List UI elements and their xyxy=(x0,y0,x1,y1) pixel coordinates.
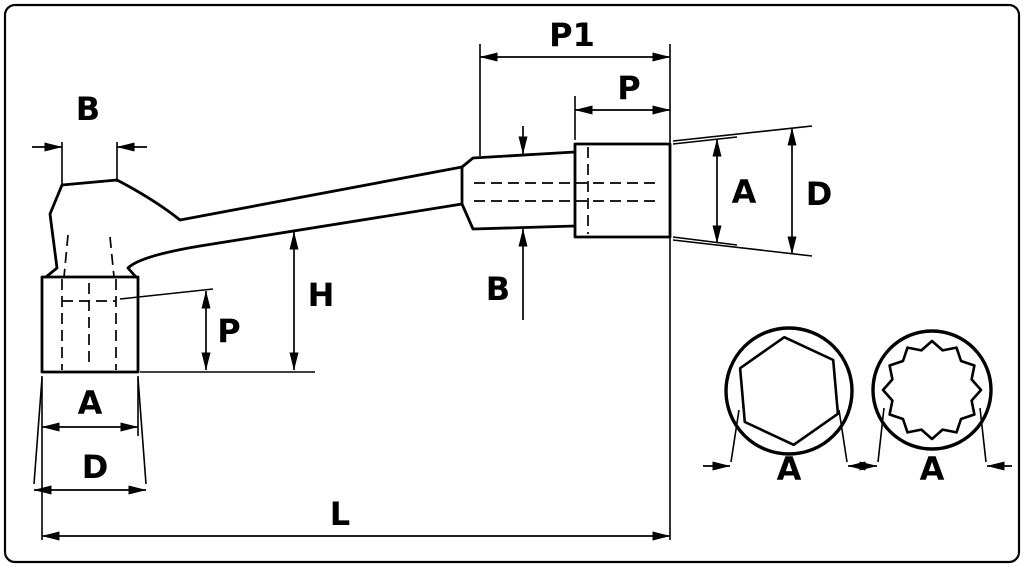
dim-a-bottom: A xyxy=(41,376,139,540)
right-socket-outline xyxy=(573,142,672,239)
dim-a-right: A xyxy=(672,136,757,246)
l-label: L xyxy=(330,495,350,533)
left-socket-outline xyxy=(40,275,140,374)
ext-lines xyxy=(730,409,848,463)
ext-lines xyxy=(479,44,671,540)
p-left-label: P xyxy=(217,312,240,350)
hex-socket-profile: A xyxy=(703,326,875,488)
d-right-label: D xyxy=(806,175,833,213)
shaft-and-elbow-outline xyxy=(44,165,464,279)
hex-profile-opening xyxy=(738,335,840,447)
ext-lines xyxy=(119,288,214,300)
dim-h: H xyxy=(140,231,335,373)
hex-profile-a-label: A xyxy=(777,450,802,488)
hex-profile-circle xyxy=(724,326,854,456)
dim-p-right: P xyxy=(574,69,671,140)
hidden-lines xyxy=(61,147,658,370)
p1-label: P1 xyxy=(549,16,595,54)
p-right-label: P xyxy=(617,69,640,107)
dim-p1: P1 xyxy=(479,16,671,540)
dim-b-hex: B xyxy=(486,126,528,320)
dim-l: L xyxy=(41,495,671,541)
dimensions: B P1 P A D H xyxy=(32,16,833,541)
dim-neck-width-b: B xyxy=(32,90,147,187)
page-border xyxy=(3,3,1021,564)
b-hex-label: B xyxy=(486,270,510,308)
neck-width-label: B xyxy=(76,90,100,128)
ext-lines xyxy=(877,407,987,463)
a-bottom-label: A xyxy=(78,384,103,422)
bihex-socket-profile: A xyxy=(850,329,1012,488)
bihex-profile-a-label: A xyxy=(920,450,945,488)
hex-section-outline xyxy=(460,150,577,231)
dim-d-bottom: D xyxy=(33,377,147,495)
d-bottom-label: D xyxy=(82,448,109,486)
bihex-profile-circle xyxy=(871,329,993,451)
wrench-body xyxy=(40,142,672,374)
ext-lines xyxy=(672,136,738,246)
ext-lines xyxy=(33,377,147,485)
h-label: H xyxy=(308,276,335,314)
dim-d-right: D xyxy=(672,125,833,257)
dim-p-left: P xyxy=(119,288,241,371)
bihex-profile-opening xyxy=(881,339,983,441)
a-right-label: A xyxy=(732,173,757,211)
